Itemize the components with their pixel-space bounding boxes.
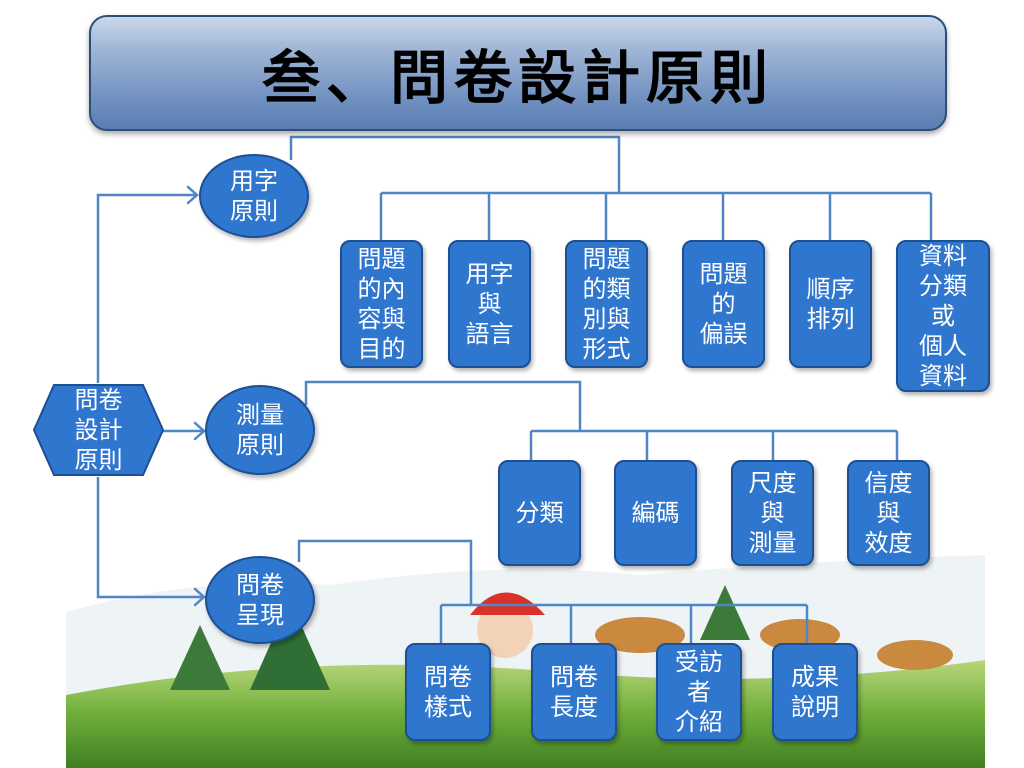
- leaf-label: 信度 與 效度: [864, 469, 913, 557]
- leaf-node: 分類: [498, 460, 581, 566]
- leaf-node: 用字 與 語言: [448, 240, 531, 368]
- leaf-node: 尺度 與 測量: [731, 460, 814, 566]
- arrowhead: [186, 185, 199, 205]
- branch-label: 問卷 呈現: [236, 571, 284, 629]
- leaf-label: 成果 說明: [791, 663, 839, 721]
- connector-root-to-branch-3: [96, 477, 203, 599]
- connector-branch-3: [297, 539, 473, 605]
- leaf-label: 分類: [515, 499, 564, 527]
- leaf-label: 問題 的類 別與 形式: [582, 245, 631, 363]
- branch-label: 用字 原則: [230, 167, 278, 225]
- branch-node-3: 問卷 呈現: [205, 556, 315, 644]
- pine-tree: [700, 585, 750, 640]
- pine-tree: [170, 625, 230, 690]
- leaf-node: 編碼: [614, 460, 697, 566]
- leaf-label: 尺度 與 測量: [748, 469, 797, 557]
- leaf-node: 問題 的內 容與 目的: [340, 240, 423, 368]
- hexagon-shape: [32, 384, 165, 476]
- leaf-node: 信度 與 效度: [847, 460, 930, 566]
- leaf-label: 問題 的 偏誤: [699, 260, 748, 348]
- root-node: 問卷 設計 原則: [32, 383, 165, 477]
- leaf-label: 問卷 樣式: [424, 663, 472, 721]
- leaf-label: 用字 與 語言: [465, 260, 514, 348]
- leaf-label: 受訪 者 介紹: [675, 648, 723, 736]
- leaf-node: 問卷 樣式: [405, 643, 491, 741]
- connector-branch-2-drops: [529, 431, 899, 460]
- reindeer: [877, 640, 953, 670]
- leaf-node: 問題 的類 別與 形式: [565, 240, 648, 368]
- santa-face: [477, 602, 533, 658]
- pine-tree: [250, 600, 330, 690]
- leaf-node: 順序 排列: [789, 240, 872, 368]
- arrowhead: [193, 421, 206, 441]
- leaf-label: 資料 分類 或 個人 資料: [919, 242, 967, 390]
- title-banner: 叁、問卷設計原則: [89, 15, 947, 131]
- leaf-label: 編碼: [631, 499, 680, 527]
- leaf-label: 問題 的內 容與 目的: [357, 245, 406, 363]
- root-label: 問卷 設計 原則: [74, 386, 123, 474]
- leaf-node: 成果 說明: [772, 643, 858, 741]
- leaf-node: 受訪 者 介紹: [656, 643, 742, 741]
- branch-node-1: 用字 原則: [199, 154, 309, 238]
- connector-root-to-branch-1: [96, 193, 196, 383]
- connector-branch-2: [304, 380, 582, 431]
- connector-branch-3-drops: [439, 605, 809, 643]
- leaf-node: 資料 分類 或 個人 資料: [896, 240, 990, 392]
- branch-label: 測量 原則: [236, 401, 284, 459]
- leaf-label: 問卷 長度: [550, 663, 598, 721]
- arrowhead: [193, 587, 206, 607]
- connector-branch-1-drops: [379, 193, 933, 240]
- leaf-label: 順序 排列: [806, 275, 855, 333]
- leaf-node: 問題 的 偏誤: [682, 240, 765, 368]
- leaf-node: 問卷 長度: [531, 643, 617, 741]
- page-title: 叁、問卷設計原則: [261, 44, 774, 112]
- connector-branch-1: [289, 135, 621, 193]
- branch-node-2: 測量 原則: [205, 385, 315, 475]
